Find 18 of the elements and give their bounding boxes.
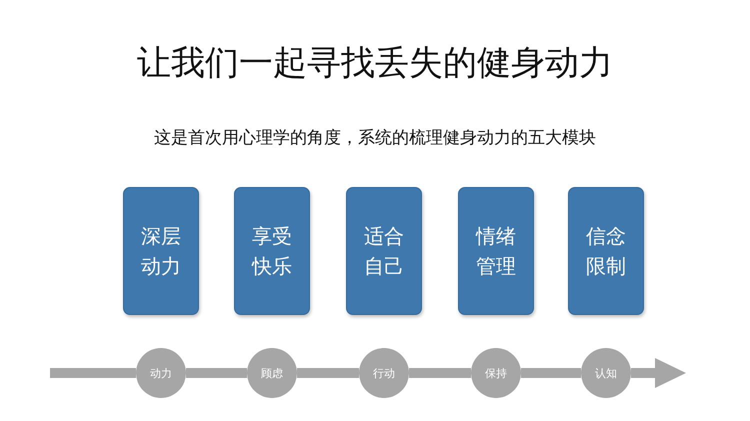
- arrow: [631, 358, 686, 388]
- module-card: 深层动力: [123, 187, 199, 315]
- module-card: 信念限制: [568, 187, 644, 315]
- step-circle: 保持: [471, 348, 521, 398]
- step-circle: 顾虑: [247, 348, 297, 398]
- step-circle: 认知: [581, 348, 631, 398]
- step-circle: 行动: [359, 348, 409, 398]
- step-circle: 动力: [136, 348, 186, 398]
- connector-line: [297, 368, 359, 378]
- subtitle: 这是首次用心理学的角度，系统的梳理健身动力的五大模块: [153, 127, 597, 149]
- module-card: 享受快乐: [234, 187, 310, 315]
- module-card: 情绪管理: [458, 187, 534, 315]
- connector-line: [521, 368, 581, 378]
- connector-line: [409, 368, 471, 378]
- connector-line: [50, 368, 136, 378]
- connector-line: [186, 368, 247, 378]
- title: 让我们一起寻找丢失的健身动力: [136, 42, 614, 85]
- module-card: 适合自己: [346, 187, 422, 315]
